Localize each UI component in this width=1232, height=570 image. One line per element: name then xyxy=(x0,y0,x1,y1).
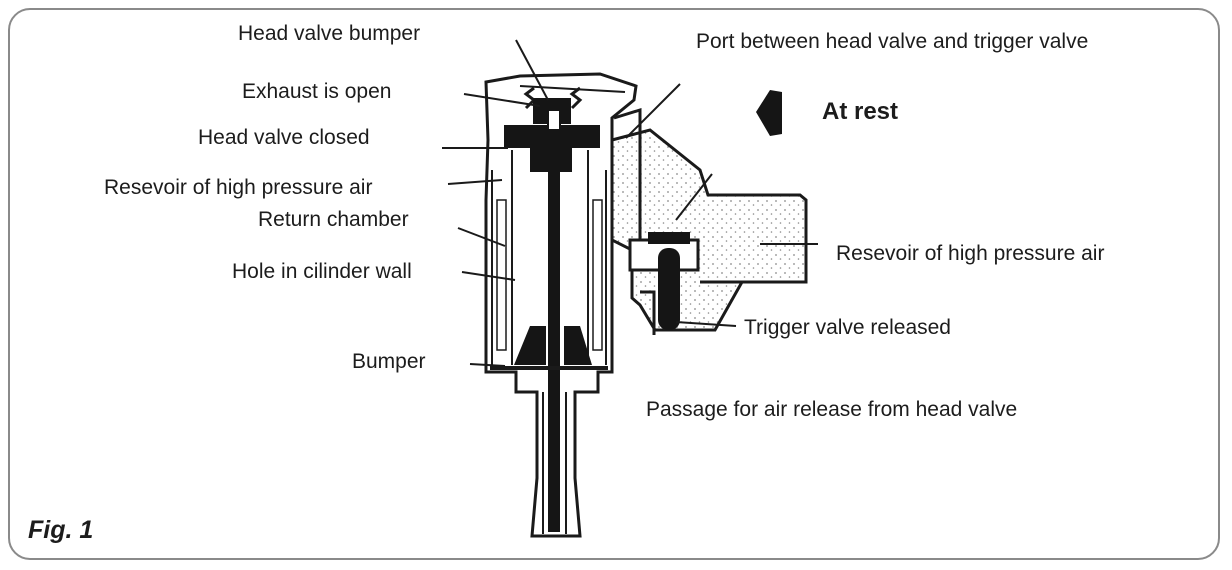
head-valve-collar xyxy=(547,109,561,131)
trigger-valve-stem xyxy=(658,248,680,330)
at-rest-arrow-icon xyxy=(756,90,782,136)
label-reservoir-right: Resevoir of high pressure air xyxy=(836,242,1105,265)
trigger-valve-cap xyxy=(648,232,690,244)
label-trigger-released: Trigger valve released xyxy=(744,316,951,339)
trigger-exhaust xyxy=(640,290,656,335)
leader-port-between-b xyxy=(675,173,713,221)
label-bumper: Bumper xyxy=(352,350,426,373)
label-at-rest: At rest xyxy=(822,98,899,125)
cap-line xyxy=(519,85,626,93)
leader-reservoir-left xyxy=(447,179,503,185)
return-chamber-slot-right xyxy=(592,199,603,351)
head-valve xyxy=(504,125,600,172)
leader-head-valve-bumper xyxy=(515,39,549,101)
leader-exhaust-open xyxy=(463,93,541,107)
figure-frame xyxy=(8,8,1220,560)
leader-hole-cylinder xyxy=(461,271,516,281)
label-head-valve-bumper: Head valve bumper xyxy=(238,22,421,45)
label-reservoir-left: Resevoir of high pressure air xyxy=(104,176,373,199)
leader-return-chamber xyxy=(457,227,506,247)
label-port-between: Port between head valve and trigger valv… xyxy=(696,30,1089,53)
label-passage-release: Passage for air release from head valve xyxy=(646,398,1018,421)
housing-outline xyxy=(484,72,638,538)
driver-blade xyxy=(548,172,560,532)
leader-port-between xyxy=(625,83,681,139)
leader-bumper xyxy=(469,363,506,367)
return-chamber-slot-left xyxy=(496,199,507,351)
label-return-chamber: Return chamber xyxy=(258,208,409,231)
label-head-valve-closed: Head valve closed xyxy=(198,126,370,149)
bumper-left xyxy=(514,326,546,365)
label-exhaust-open: Exhaust is open xyxy=(242,80,392,103)
figure-caption: Fig. 1 xyxy=(28,516,94,544)
leader-trigger-released xyxy=(675,321,737,327)
label-hole-cylinder: Hole in cilinder wall xyxy=(232,260,412,283)
bumper-right xyxy=(564,326,592,365)
